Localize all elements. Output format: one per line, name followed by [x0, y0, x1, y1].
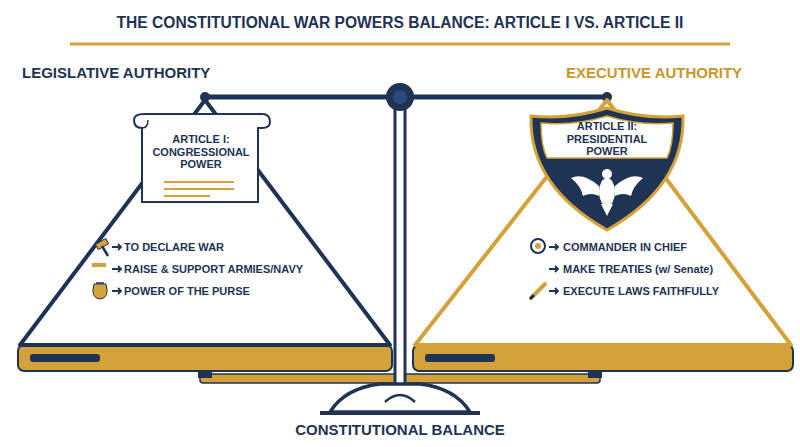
power-item: POWER OF THE PURSE: [124, 285, 250, 298]
diagram-title: THE CONSTITUTIONAL WAR POWERS BALANCE: A…: [0, 14, 800, 32]
pan-stripe: [425, 354, 495, 362]
article-heading: ARTICLE I: CONGRESSIONAL POWER: [146, 133, 256, 171]
article-shield: ARTICLE II: PRESIDENTIAL POWER: [527, 106, 687, 232]
side-heading: LEGISLATIVE AUTHORITY: [22, 64, 210, 81]
power-item: COMMANDER IN CHIEF: [563, 241, 687, 254]
title-underline: [70, 43, 730, 46]
base-line: [320, 411, 480, 415]
article-scroll: ARTICLE I: CONGRESSIONAL POWER: [130, 106, 274, 210]
power-item: TO DECLARE WAR: [124, 241, 224, 254]
power-item: RAISE & SUPPORT ARMIES/NAVY: [124, 263, 303, 276]
right-pan: [413, 345, 793, 371]
scale-caption: CONSTITUTIONAL BALANCE: [0, 421, 800, 438]
article-heading: ARTICLE II: PRESIDENTIAL POWER: [552, 120, 662, 158]
scale-pole: [395, 97, 405, 397]
scale-base: [330, 384, 470, 412]
left-pan: [18, 345, 392, 371]
side-heading: EXECUTIVE AUTHORITY: [566, 64, 742, 81]
power-item: EXECUTE LAWS FAITHFULLY: [563, 285, 719, 298]
power-triangle: COMMANDER IN CHIEF MAKE TREATIES (w/ Sena…: [413, 98, 793, 348]
power-item: MAKE TREATIES (w/ Senate): [563, 263, 713, 276]
base-ornament: [385, 395, 415, 402]
pan-stripe: [30, 354, 100, 362]
power-triangle: TO DECLARE WAR RAISE & SUPPORT ARMIES/NAV…: [18, 98, 392, 348]
pivot-knob: [393, 90, 407, 104]
pivot-knob: [386, 83, 414, 111]
node-shape: [130, 106, 274, 210]
